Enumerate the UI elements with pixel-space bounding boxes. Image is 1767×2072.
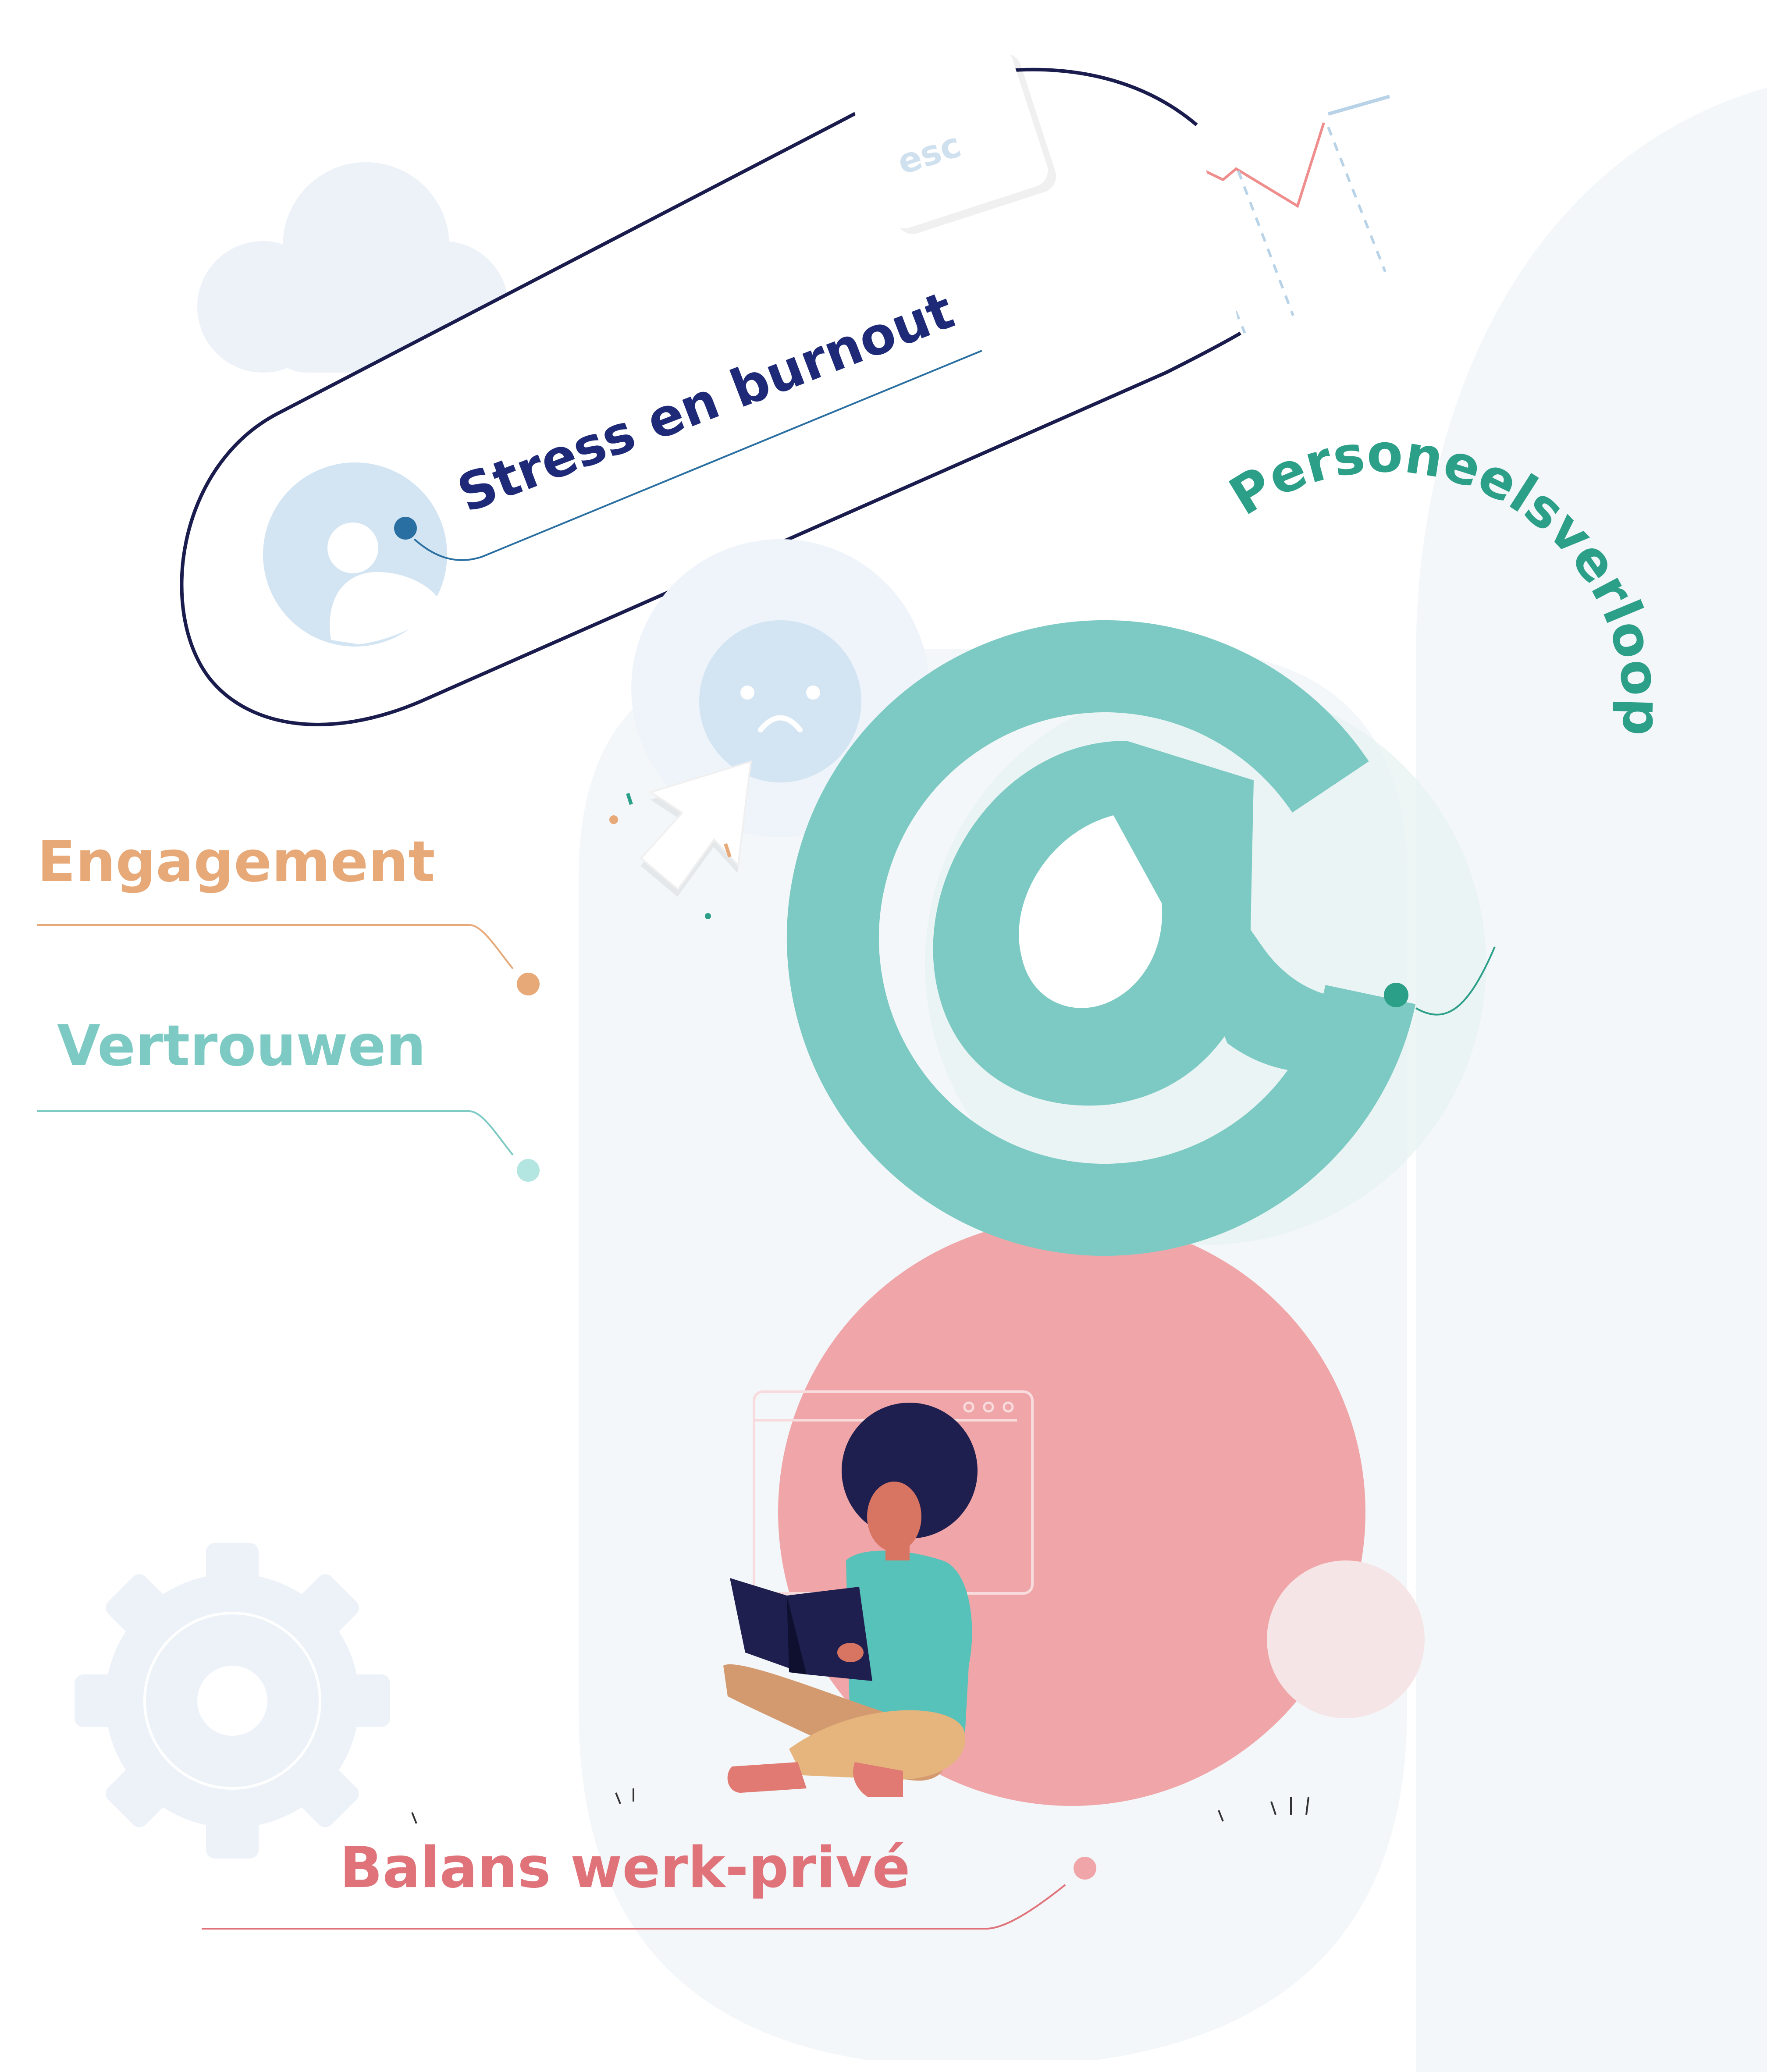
cloud-icon: [197, 162, 508, 373]
user-icon: [327, 522, 443, 644]
trust-dot: [517, 1159, 540, 1182]
pale-disc: [1267, 1560, 1425, 1718]
cursor-arrow-icon[interactable]: [610, 725, 798, 917]
gear-icon: [75, 1543, 390, 1859]
sad-face-icon: [699, 620, 861, 782]
balance-connector: [202, 1884, 1066, 1930]
trust-label: Vertrouwen: [57, 1013, 426, 1079]
engagement-dot: [517, 973, 540, 995]
stress-label-dot: [394, 517, 417, 540]
balance-dot: [1074, 1857, 1096, 1880]
esc-key-icon: esc: [853, 48, 1056, 234]
grass-ticks: [411, 1788, 1309, 1824]
background-arc-shape: [1416, 88, 1767, 2072]
stress-pill: Stress en burnout: [180, 68, 1242, 726]
turnover-label-dot: [1384, 983, 1408, 1007]
at-sign-icon: [787, 620, 1486, 1256]
engagement-label: Engagement: [37, 829, 435, 895]
balance-label: Balans werk-privé: [340, 1835, 910, 1901]
trust-connector: [37, 1110, 514, 1156]
engagement-connector: [37, 924, 514, 970]
confetti: [609, 793, 732, 919]
reading-person-figure: [723, 1403, 978, 1797]
